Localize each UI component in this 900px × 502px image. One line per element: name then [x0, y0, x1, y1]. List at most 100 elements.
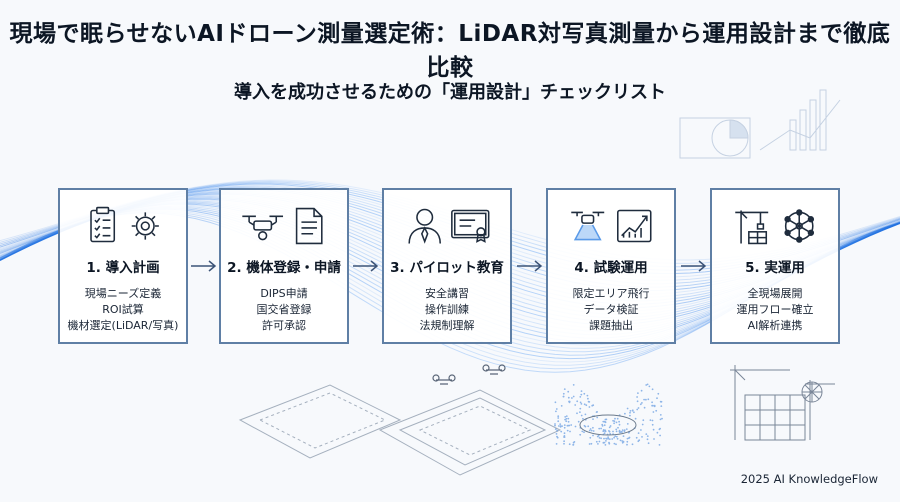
point-cloud-dot — [604, 421, 607, 424]
point-cloud-dot — [648, 385, 651, 388]
point-cloud-dot — [589, 428, 592, 430]
gear-icon — [131, 212, 159, 240]
point-cloud-dot — [618, 423, 621, 426]
point-cloud-dot — [608, 441, 610, 444]
point-cloud-dot — [555, 410, 557, 413]
chart-decoration — [679, 89, 841, 159]
point-cloud-dot — [572, 441, 575, 444]
point-cloud-dot — [626, 443, 628, 446]
point-cloud-dot — [592, 426, 594, 429]
step-item: 現場ニーズ定義 — [84, 287, 162, 300]
point-cloud-dot — [626, 423, 629, 425]
point-cloud-dot — [572, 395, 575, 398]
point-cloud-dot — [566, 424, 569, 427]
step-item: AI解析連携 — [747, 319, 803, 332]
step-card-1: 1. 導入計画 現場ニーズ定義 ROI試算 機材選定(LiDAR/写真) — [58, 188, 188, 344]
point-cloud-dot — [568, 443, 571, 446]
point-cloud-dot — [615, 443, 617, 446]
point-cloud-dot — [605, 418, 608, 421]
point-cloud-dot — [587, 397, 589, 400]
arrow-right-icon — [191, 260, 217, 272]
point-cloud-dot — [629, 414, 631, 417]
point-cloud-dot — [556, 435, 558, 438]
step-item: 全現場展開 — [747, 287, 803, 300]
point-cloud-dot — [562, 395, 565, 398]
point-cloud-dot — [555, 433, 558, 435]
point-cloud-dot — [655, 409, 658, 412]
point-cloud-dot — [602, 441, 605, 444]
point-cloud-dot — [639, 403, 642, 406]
point-cloud-dot — [592, 404, 595, 407]
point-cloud-dot — [563, 442, 565, 445]
clipboard-checklist-icon — [90, 206, 116, 243]
building-construction-decoration — [730, 365, 835, 441]
point-cloud-dot — [580, 393, 583, 396]
point-cloud-dot — [636, 400, 639, 403]
point-cloud-dot — [607, 437, 610, 440]
point-cloud-dot — [624, 412, 626, 415]
point-cloud-dot — [589, 436, 592, 439]
pilot-person-icon — [408, 208, 441, 244]
point-cloud-dot — [583, 403, 586, 406]
step-title: 5. 実運用 — [745, 260, 805, 276]
point-cloud-dot — [641, 436, 643, 438]
point-cloud-dot — [618, 429, 621, 432]
point-cloud-dot — [643, 406, 646, 409]
point-cloud-dot — [580, 390, 583, 392]
arrow-right-icon — [681, 260, 707, 272]
point-cloud-dot — [557, 415, 560, 418]
point-cloud-dot — [554, 423, 556, 425]
point-cloud-dot — [588, 443, 591, 445]
step-item: 許可承認 — [262, 319, 306, 332]
point-cloud-dot — [583, 392, 586, 395]
point-cloud-dot — [572, 384, 575, 386]
point-cloud-dot — [597, 443, 599, 445]
point-cloud-dot — [656, 397, 658, 400]
point-cloud-dot — [576, 412, 578, 415]
point-cloud-dot — [622, 435, 625, 437]
point-cloud-dot — [605, 440, 607, 442]
point-cloud-dot — [558, 425, 560, 427]
step-card-4: 4. 試験運用 限定エリア飛行 データ検証 課題抽出 — [546, 188, 676, 344]
point-cloud-dot — [601, 423, 604, 426]
point-cloud-dot — [600, 437, 602, 440]
point-cloud-dot — [567, 417, 570, 420]
point-cloud-dot — [603, 432, 606, 435]
point-cloud-dot — [628, 436, 631, 439]
point-cloud-dot — [646, 435, 649, 437]
point-cloud-dot — [658, 428, 661, 431]
point-cloud-dot — [567, 396, 570, 399]
point-cloud-dot — [571, 397, 573, 399]
point-cloud-dot — [629, 411, 631, 414]
certificate-icon — [451, 209, 490, 243]
point-cloud-dot — [581, 430, 584, 433]
point-cloud-dot — [658, 444, 661, 446]
step-card-5: 5. 実運用 全現場展開 運用フロー確立 AI解析連携 — [710, 188, 840, 344]
point-cloud-dot — [641, 423, 644, 426]
step-item: 運用フロー確立 — [736, 303, 814, 316]
point-cloud-dot — [651, 423, 654, 426]
point-cloud-dot — [579, 411, 581, 413]
point-cloud-dot — [580, 414, 583, 417]
point-cloud-dot — [563, 426, 566, 429]
point-cloud-dot — [621, 431, 623, 433]
point-cloud-dot — [568, 401, 571, 404]
step-item: 機材選定(LiDAR/写真) — [67, 319, 179, 332]
step-item: 安全講習 — [425, 287, 469, 300]
point-cloud-dot — [616, 437, 619, 440]
point-cloud-dot — [646, 383, 649, 386]
point-cloud-dot — [633, 411, 635, 414]
point-cloud-dot — [559, 423, 562, 425]
step-item: 国交省登録 — [256, 303, 312, 316]
point-cloud-dot — [561, 425, 563, 427]
step-title: 3. パイロット教育 — [390, 260, 504, 276]
point-cloud-dot — [615, 428, 618, 431]
point-cloud-dot — [613, 436, 615, 439]
step-title: 2. 機体登録・申請 — [227, 260, 341, 276]
point-cloud-dot — [590, 442, 593, 445]
point-cloud-dot — [598, 437, 601, 439]
point-cloud-dot — [659, 434, 661, 437]
point-cloud-dot — [637, 407, 640, 409]
page-subtitle: 導入を成功させるための「運用設計」チェックリスト — [234, 82, 666, 103]
point-cloud-dot — [592, 434, 594, 437]
